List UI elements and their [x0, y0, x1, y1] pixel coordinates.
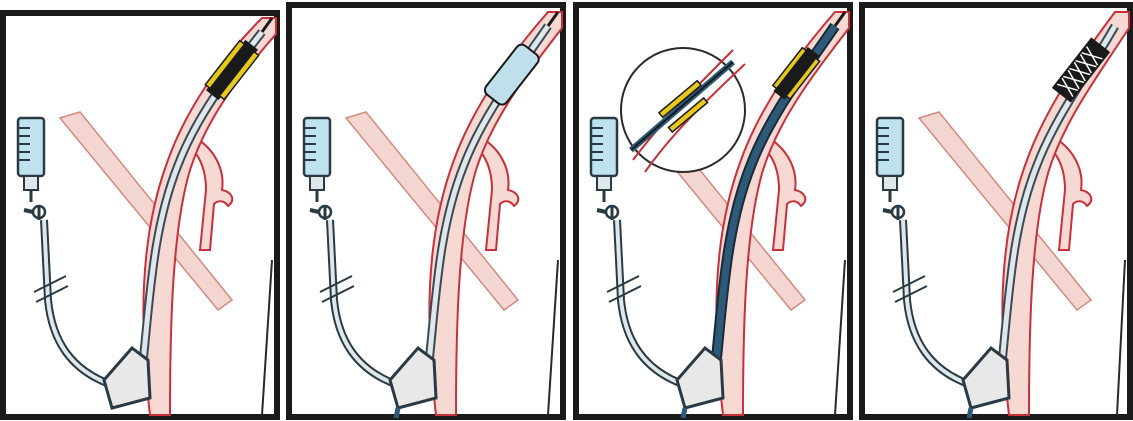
magnifier [621, 48, 745, 172]
panel-4 [859, 0, 1133, 421]
panel-3-drawing [573, 0, 854, 421]
sheath-tail [396, 408, 398, 418]
panel-3 [573, 0, 854, 421]
sheath-tail [683, 408, 685, 418]
panel-2-drawing [286, 0, 567, 421]
panel-2 [286, 0, 567, 421]
panel-1-drawing [0, 0, 281, 421]
panel-1 [0, 0, 281, 421]
panel-4-drawing [859, 0, 1133, 421]
sheath-tail [969, 408, 971, 418]
